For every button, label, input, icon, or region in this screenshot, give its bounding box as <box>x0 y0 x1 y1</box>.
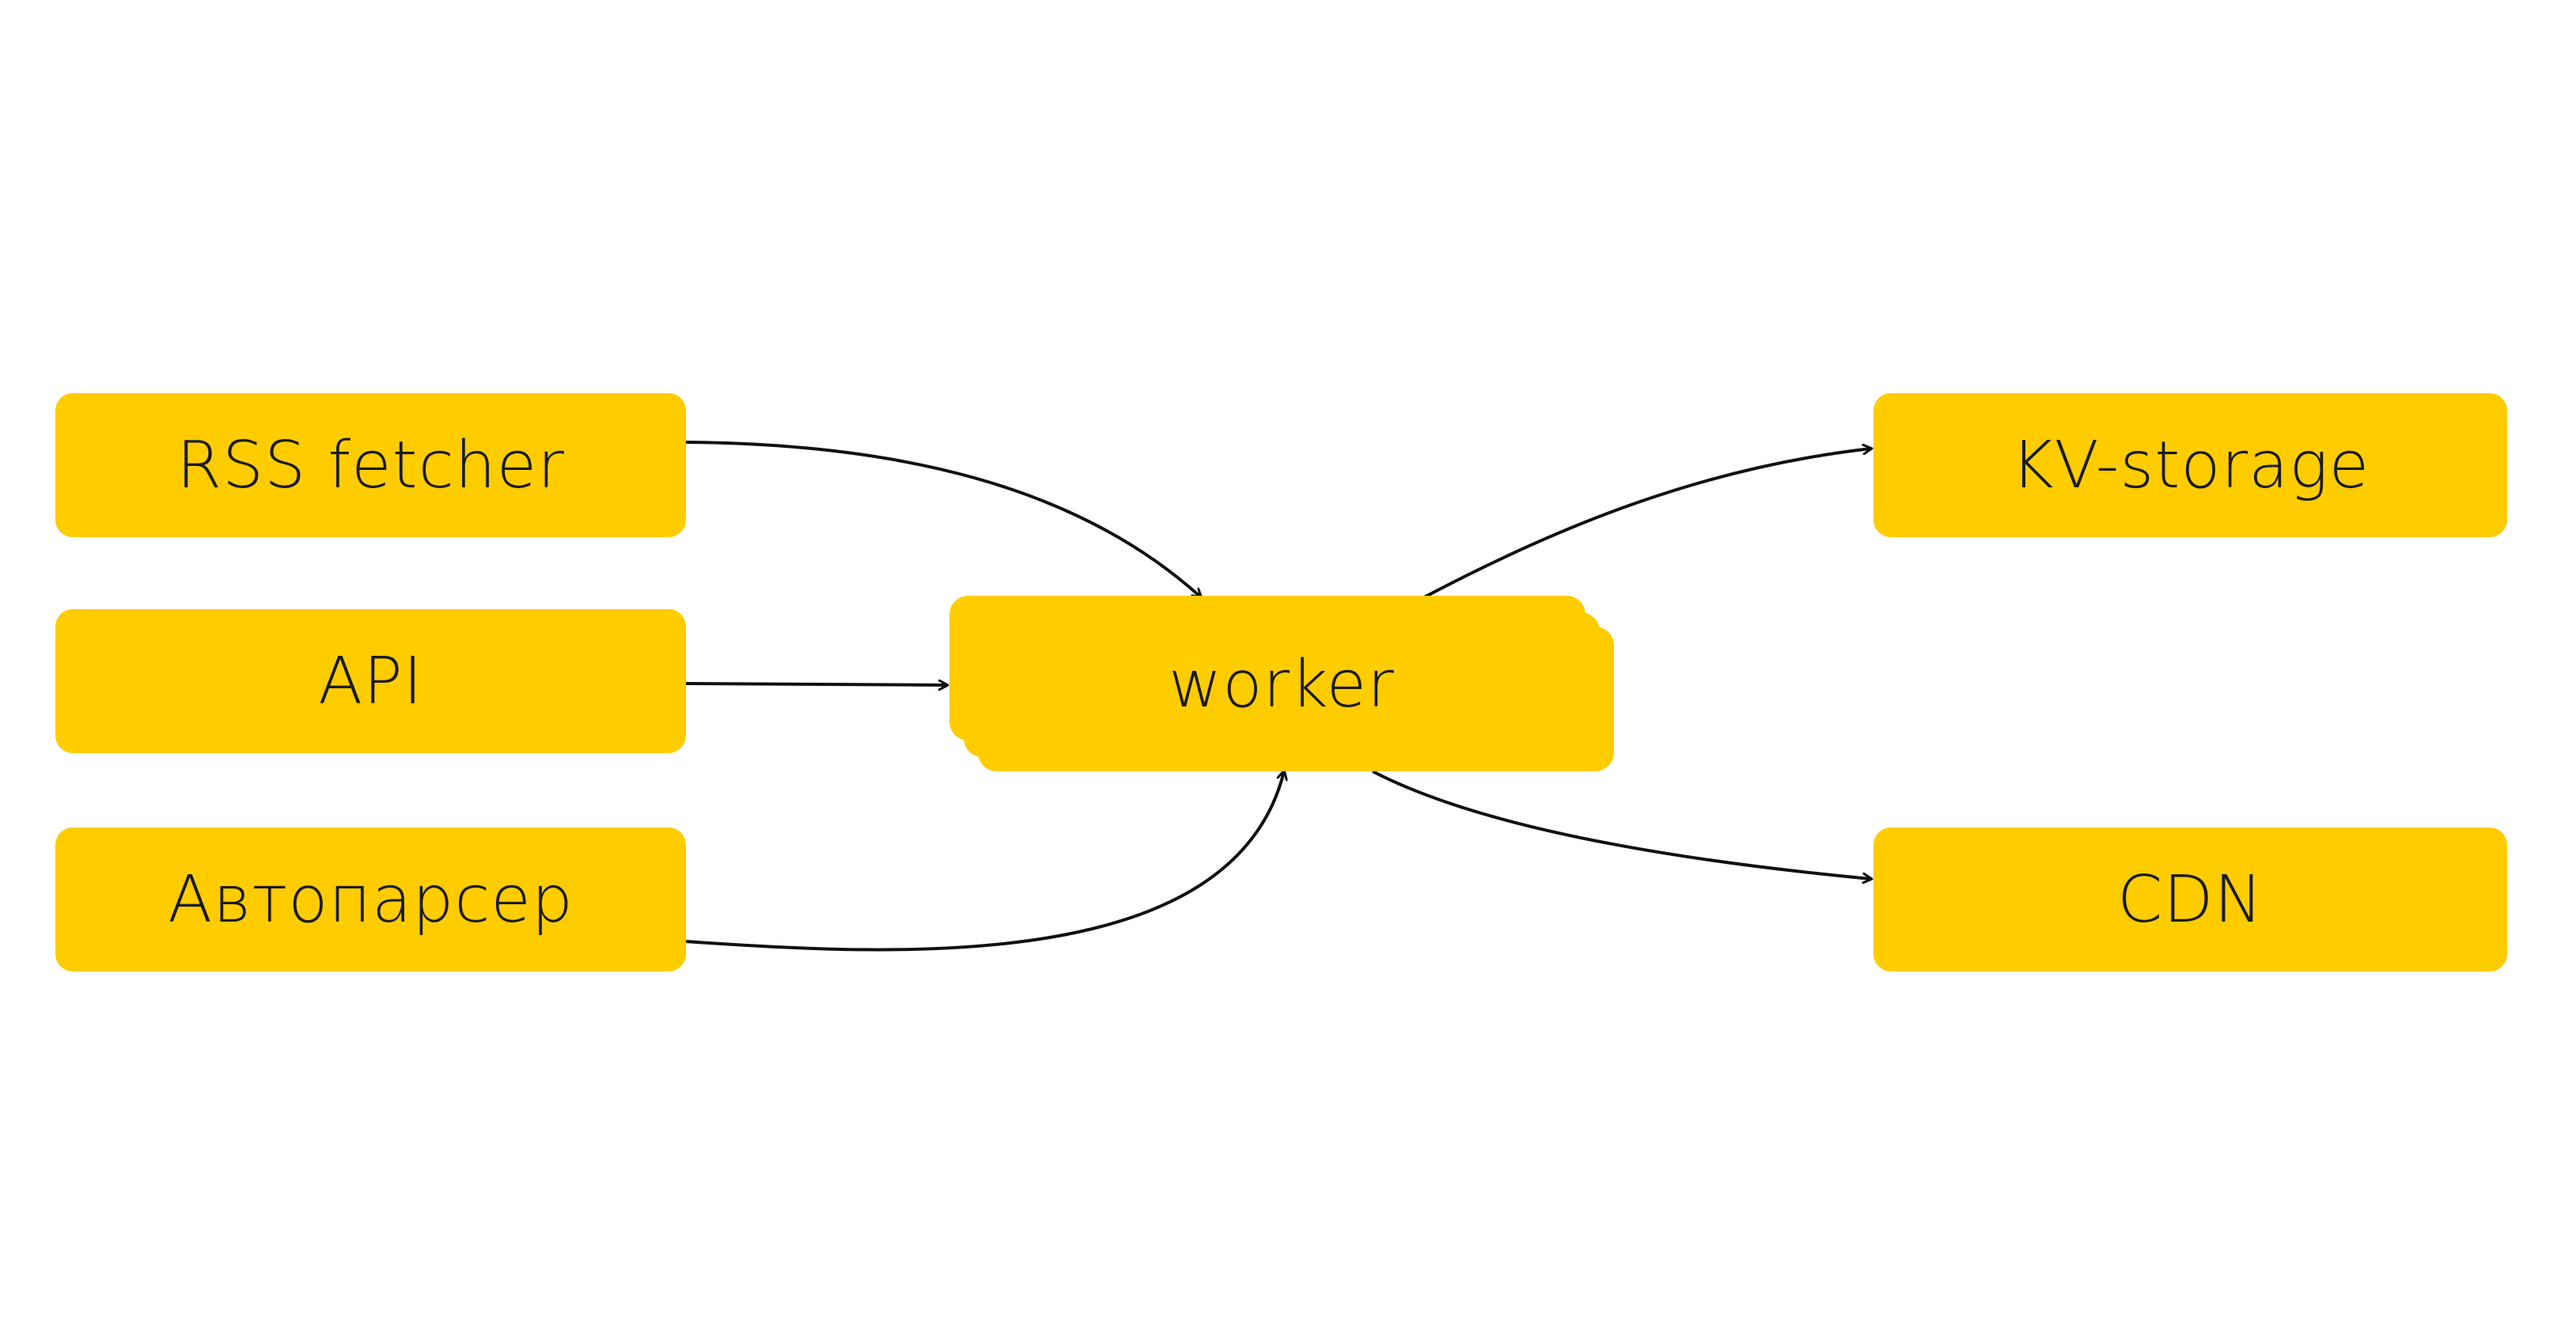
node-worker[interactable]: worker <box>964 612 1600 757</box>
node-label: CDN <box>2117 862 2263 937</box>
edge-worker-to-kv <box>1423 449 1871 599</box>
node-kv-storage[interactable]: KV-storage <box>1873 393 2507 537</box>
node-api[interactable]: API <box>55 609 686 753</box>
node-label: Автопарсер <box>168 862 574 937</box>
edge-rss-to-worker <box>685 441 1201 597</box>
node-label: worker <box>1169 647 1395 722</box>
edge-worker-to-cdn <box>1372 770 1871 879</box>
node-rss-fetcher[interactable]: RSS fetcher <box>55 393 686 537</box>
edge-api-to-worker <box>685 684 947 685</box>
node-label: KV-storage <box>2010 427 2370 503</box>
edge-autoparser-to-worker <box>685 771 1284 952</box>
node-label: API <box>318 643 423 719</box>
node-label: RSS fetcher <box>176 427 565 503</box>
node-autoparser[interactable]: Автопарсер <box>55 828 686 971</box>
worker-stack-front <box>949 596 1585 740</box>
node-cdn[interactable]: CDN <box>1873 828 2507 971</box>
